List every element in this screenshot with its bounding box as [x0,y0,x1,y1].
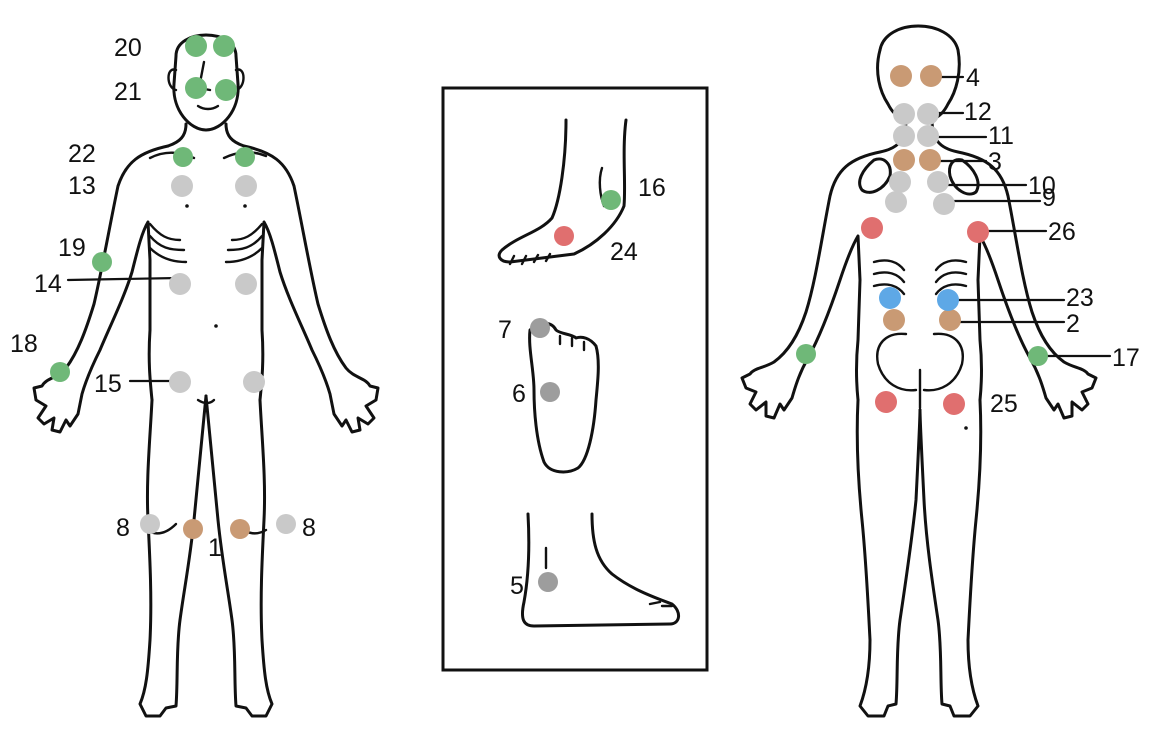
point-23-dot [937,289,959,311]
point-4-dot [920,65,942,87]
label-8-left: 8 [116,514,130,542]
point-3-dot [893,149,915,171]
label-6: 6 [512,380,526,408]
point-8-dot [276,514,296,534]
point-23-dot [879,287,901,309]
label-15: 15 [94,370,122,398]
front-body-figure [34,35,378,716]
point-24-dot [554,226,574,246]
point-26-dot [967,221,989,243]
point-6-dot [540,382,560,402]
point-5-dot [538,572,558,592]
label-21: 21 [114,78,142,106]
label-3: 3 [988,148,1002,176]
point-12-dot [917,103,939,125]
foot-inset-panel [443,88,707,670]
label-5: 5 [510,572,524,600]
label-25: 25 [990,390,1018,418]
point-2-dot [939,309,961,331]
label-23: 23 [1066,284,1094,312]
label-16: 16 [638,174,666,202]
point-4-dot [890,65,912,87]
point-20-dot [213,35,235,57]
label-26: 26 [1048,218,1076,246]
point-19-dot [92,252,112,272]
label-7: 7 [498,316,512,344]
point-16-dot [601,190,621,210]
point-18-dot [50,362,70,382]
point-20-dot [185,35,207,57]
point-13-dot [171,175,193,197]
point-7-dot [530,318,550,338]
point-9-dot [933,193,955,215]
point-15-dot [243,371,265,393]
label-9: 9 [1042,184,1056,212]
point-15-dot [169,371,191,393]
point-13-dot [235,175,257,197]
point-9-dot [885,191,907,213]
point-21-dot [185,77,207,99]
point-3-dot [919,149,941,171]
point-17-dot [796,344,816,364]
point-11-dot [917,125,939,147]
point-11-dot [893,125,915,147]
point-25-dot [875,391,897,413]
label-17: 17 [1112,344,1140,372]
point-1-dot [230,519,250,539]
point-10-dot [927,171,949,193]
point-8-dot [140,514,160,534]
point-number-labels: 20 21 22 13 19 14 18 15 8 1 8 16 24 7 6 … [10,34,1140,600]
label-13: 13 [68,172,96,200]
label-11: 11 [988,122,1014,150]
point-22-dot [173,147,193,167]
label-1: 1 [208,534,222,562]
point-25-dot [943,393,965,415]
point-1-dot [183,519,203,539]
point-26-dot [861,217,883,239]
label-19: 19 [58,234,86,262]
point-14-dot [169,273,191,295]
label-18: 18 [10,330,38,358]
label-2: 2 [1066,310,1080,338]
label-8-right: 8 [302,514,316,542]
tender-point-dots [50,35,1048,592]
point-10-dot [889,171,911,193]
label-22: 22 [68,140,96,168]
label-4: 4 [966,64,980,92]
label-20: 20 [114,34,142,62]
label-24: 24 [610,238,638,266]
back-body-figure [742,26,1096,716]
point-2-dot [883,309,905,331]
point-12-dot [893,103,915,125]
point-22-dot [235,147,255,167]
point-14-dot [235,273,257,295]
point-21-dot [215,79,237,101]
point-17-dot [1028,346,1048,366]
label-14: 14 [34,270,62,298]
